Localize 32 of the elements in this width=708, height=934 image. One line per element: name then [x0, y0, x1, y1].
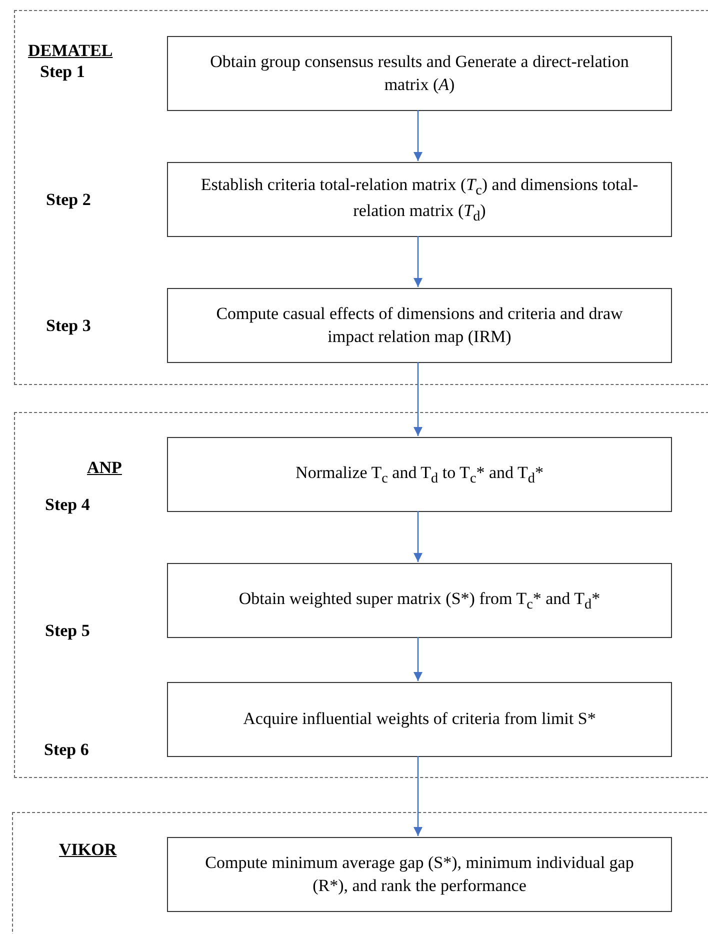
step-label: Step 3	[46, 316, 91, 336]
dashed-group-frame	[12, 812, 708, 934]
process-box	[167, 837, 672, 912]
arrow	[414, 511, 422, 562]
process-box	[167, 36, 672, 111]
dashed-group-frame	[14, 412, 708, 778]
step-label: Step 6	[44, 740, 89, 760]
step-label: Step 1	[40, 62, 85, 82]
step-text: Compute minimum average gap (S*), minimum individual gap (R*), and rank the performance	[204, 852, 635, 897]
arrow	[414, 110, 422, 161]
section-heading: DEMATEL	[28, 41, 113, 61]
process-box	[167, 682, 672, 757]
process-box	[167, 563, 672, 638]
step-label: Step 2	[46, 190, 91, 210]
arrow	[414, 236, 422, 287]
arrow	[414, 362, 422, 436]
arrow	[414, 756, 422, 836]
step-text: Acquire influential weights of criteria from limit S*	[243, 708, 596, 730]
process-box	[167, 288, 672, 363]
process-box	[167, 437, 672, 512]
step-label: Step 5	[45, 621, 90, 641]
step-text: Compute casual effects of dimensions and criteria and draw impact relation map (IRM)	[215, 303, 624, 348]
step-text: Obtain group consensus results and Generate a direct-relation matrix (A)	[209, 51, 630, 96]
step-text: Obtain weighted super matrix (S*) from T$_{c}$* and T$_{d}$*	[238, 588, 600, 614]
arrow	[414, 637, 422, 681]
section-heading: VIKOR	[59, 840, 117, 860]
dashed-group-frame	[14, 10, 708, 385]
step-text: Normalize T$_{c}$ and T$_{d}$ to T$_{c}$* and T$_{d}$*	[296, 462, 544, 488]
step-label: Step 4	[45, 495, 90, 515]
process-box	[167, 162, 672, 237]
step-text: Establish criteria total-relation matrix (T$_{c}$) and dimensions total-relation matrix (T$_{d}$)	[200, 174, 640, 226]
section-heading: ANP	[87, 458, 122, 478]
